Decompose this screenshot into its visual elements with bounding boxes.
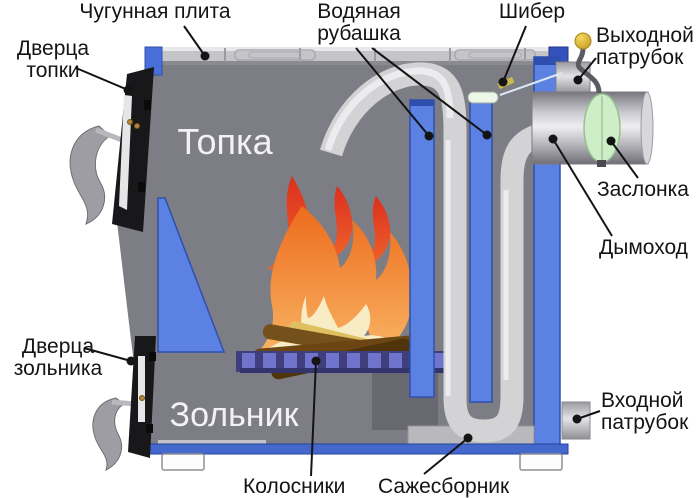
label-firebox-door: Дверца топки xyxy=(16,37,90,82)
pointer-soot-collector xyxy=(423,433,473,475)
chimney-assembly xyxy=(467,32,654,167)
label-flap: Заслонка xyxy=(597,178,689,201)
label-soot-collector: Сажесборник xyxy=(378,475,510,498)
door-bolt xyxy=(127,119,133,125)
water-plate-1 xyxy=(409,99,435,398)
label-inlet-pipe: Входной патрубок xyxy=(601,389,689,434)
ashpan-door-hinge-strip xyxy=(138,356,145,422)
firebox-caption: Топка xyxy=(177,121,273,162)
burner-ring-left xyxy=(234,49,316,61)
damper-handle-rod xyxy=(575,48,602,94)
pointer-ashpan-door xyxy=(83,347,136,366)
damper-handle-knob xyxy=(574,32,592,50)
door-bolt xyxy=(134,123,140,129)
firebox-door-handle-arm xyxy=(95,127,123,143)
firebox-door xyxy=(69,67,154,232)
chimney-opening xyxy=(640,91,654,165)
pointer-flap xyxy=(606,136,639,179)
door-bolt xyxy=(139,395,145,401)
label-outlet-pipe: Выходной патрубок xyxy=(596,24,694,69)
pointer-inlet-pipe xyxy=(572,410,601,424)
outlet-stub xyxy=(555,61,591,95)
label-water-jacket: Водяная рубашка xyxy=(317,0,401,45)
firebox-door-handle xyxy=(69,125,111,225)
water-jacket-wedge xyxy=(157,197,226,353)
ashpan-door xyxy=(92,336,156,471)
foot-right xyxy=(519,453,563,471)
slide-damper-plate xyxy=(467,91,499,104)
pointer-slide-damper xyxy=(498,25,527,87)
ashpan-door-handle xyxy=(92,397,125,471)
pointer-lines xyxy=(75,25,639,477)
ashpan-caption: Зольник xyxy=(170,396,300,434)
pointer-grates xyxy=(310,356,321,477)
boiler-base xyxy=(147,443,569,471)
label-cast-iron-plate: Чугунная плита xyxy=(79,0,231,23)
burner-ring-right xyxy=(454,49,536,61)
smoke-tube xyxy=(319,62,551,443)
label-slide-damper: Шибер xyxy=(498,0,566,23)
label-grates: Колосники xyxy=(243,475,346,498)
plate-corner-left xyxy=(144,46,163,76)
pointer-chimney xyxy=(548,134,613,237)
damper-pivot-bottom xyxy=(597,160,606,167)
label-ashpan-door: Дверца зольника xyxy=(13,335,103,380)
slide-damper-guide xyxy=(499,72,563,96)
pointer-outlet-pipe xyxy=(573,57,597,85)
pointer-firebox-door xyxy=(75,67,133,95)
foot-left xyxy=(161,453,205,471)
pointer-water-jacket-2 xyxy=(371,47,492,140)
water-plate-2 xyxy=(469,96,493,403)
pointer-cast-iron-plate xyxy=(183,25,210,61)
label-chimney: Дымоход xyxy=(599,236,688,259)
pointer-water-jacket-1 xyxy=(355,47,434,141)
